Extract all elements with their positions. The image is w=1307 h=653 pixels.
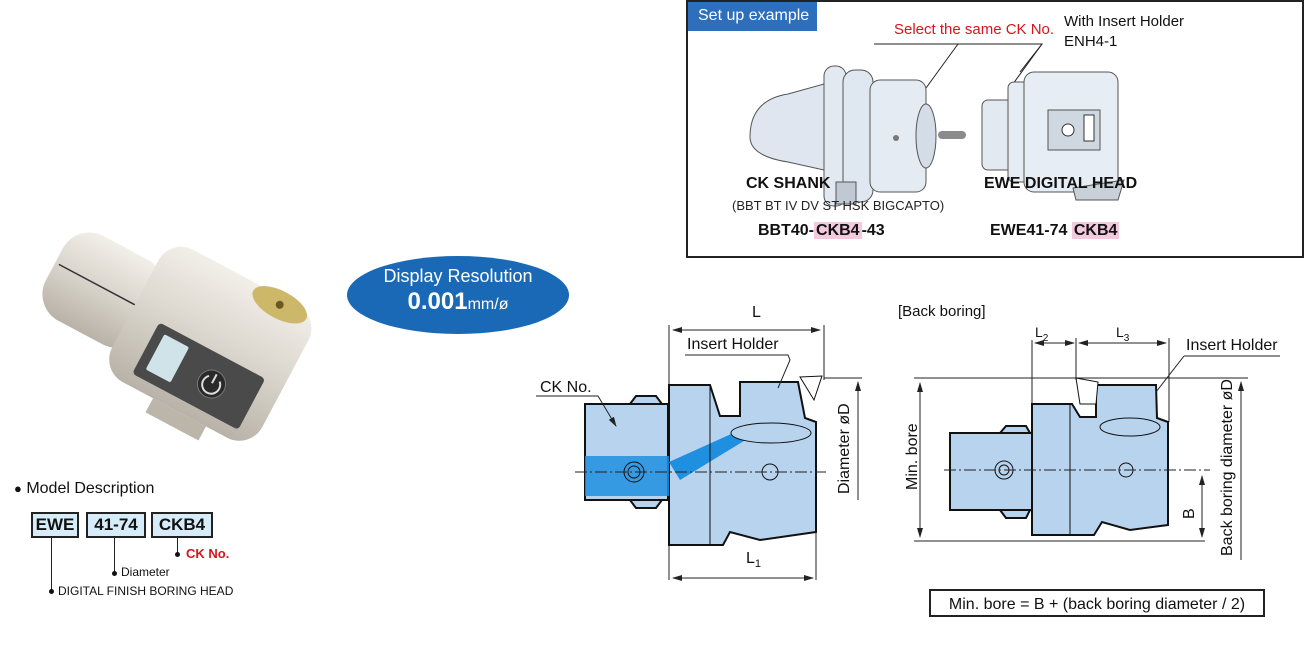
setup-example-panel: Set up example Select the same CK No. Wi… (686, 0, 1304, 258)
code-box-diameter: 41-74 (86, 512, 146, 538)
type-label: DIGITAL FINISH BORING HEAD (58, 584, 234, 598)
dot-series (49, 589, 54, 594)
ck-shank-types: (BBT BT IV DV ST HSK BIGCAPTO) (732, 198, 945, 213)
back-insert-holder-leader (1155, 355, 1185, 393)
badge-unit: mm/ø (467, 296, 509, 313)
main-insert-holder-label: Insert Holder (687, 336, 779, 353)
dim-L1-label: L1 (746, 550, 761, 570)
select-same-ck-note: Select the same CK No. (894, 21, 1055, 38)
insert-holder-note-line2: ENH4-1 (1064, 33, 1118, 50)
leader-line-shank (925, 43, 959, 89)
bullet-icon: ● (14, 481, 22, 496)
dim-L3-label: L3 (1116, 324, 1129, 344)
L3-sub: 3 (1123, 332, 1130, 344)
dim-L2-label: L2 (1035, 324, 1048, 344)
ewe-head-model: EWE41-74 CKB4 (990, 222, 1120, 240)
setup-example-tag: Set up example (688, 2, 818, 31)
power-icon (201, 374, 222, 395)
back-boring-title: [Back boring] (898, 303, 986, 320)
diameter-label: Diameter (121, 565, 170, 579)
leader-line-head (1009, 43, 1043, 89)
boring-head-body (575, 375, 826, 546)
model-description-label: Model Description (26, 480, 155, 497)
badge-value: 0.001 (407, 288, 468, 315)
min-bore-formula: Min. bore = B + (back boring diameter / … (929, 589, 1265, 617)
L2-base: L (1035, 324, 1043, 340)
B-label: B (1181, 508, 1198, 519)
diameter-label-vertical: Diameter øD (836, 403, 853, 494)
code-box-ck: CKB4 (151, 512, 213, 538)
dot-ck (175, 552, 180, 557)
ewe-head-title: EWE DIGITAL HEAD (984, 175, 1138, 192)
badge-label: Display Resolution (383, 266, 533, 286)
back-boring-diagram (914, 338, 1280, 560)
dot-diameter (112, 571, 117, 576)
connector-dash (938, 131, 966, 139)
head-model-prefix: EWE41-74 (990, 222, 1068, 239)
shank-model-ck: CKB4 (814, 222, 862, 239)
setup-illustration (749, 43, 1125, 207)
shank-model-suffix: -43 (861, 222, 885, 239)
main-dimension-diagram (536, 325, 862, 581)
ck-shank-title: CK SHANK (746, 175, 831, 192)
ck-no-label: CK No. (186, 546, 230, 561)
L1-sub: 1 (754, 558, 762, 571)
dim-L-label: L (752, 304, 761, 321)
coolant-channel (585, 456, 669, 496)
ck-shank-icon (749, 65, 937, 207)
code-box-series: EWE (31, 512, 79, 538)
leader-diameter (114, 538, 115, 574)
L2-sub: 2 (1042, 332, 1049, 344)
leader-ck (177, 538, 178, 555)
back-diameter-label: Back boring diameter øD (1219, 379, 1236, 556)
L1-base: L (746, 550, 755, 567)
product-photo (42, 232, 312, 441)
min-bore-label: Min. bore (904, 423, 921, 490)
L3-base: L (1116, 324, 1124, 340)
display-resolution-badge: Display Resolution 0.001mm/ø (347, 256, 569, 334)
back-insert-tip (1075, 377, 1099, 405)
head-model-ck: CKB4 (1071, 222, 1120, 239)
ck-shank-model: BBT40-CKB4-43 (758, 222, 885, 240)
insert-holder-screw (730, 422, 812, 444)
back-boring-head-body (944, 377, 1210, 536)
ck-no-leader (536, 395, 617, 427)
main-ck-no-label: CK No. (540, 379, 592, 396)
insert-holder-note-line1: With Insert Holder (1064, 13, 1185, 30)
leader-line-select (874, 43, 1044, 73)
leader-series (51, 538, 52, 592)
ewe-digital-head-icon (981, 71, 1125, 201)
insert-tip (799, 375, 823, 402)
insert-holder-part (145, 398, 206, 441)
insert-holder-leader (685, 354, 791, 389)
lcd-display (146, 334, 189, 382)
shank-model-prefix: BBT40- (758, 222, 815, 239)
back-insert-holder-label: Insert Holder (1186, 337, 1278, 354)
model-description-title: ● Model Description (14, 480, 154, 498)
